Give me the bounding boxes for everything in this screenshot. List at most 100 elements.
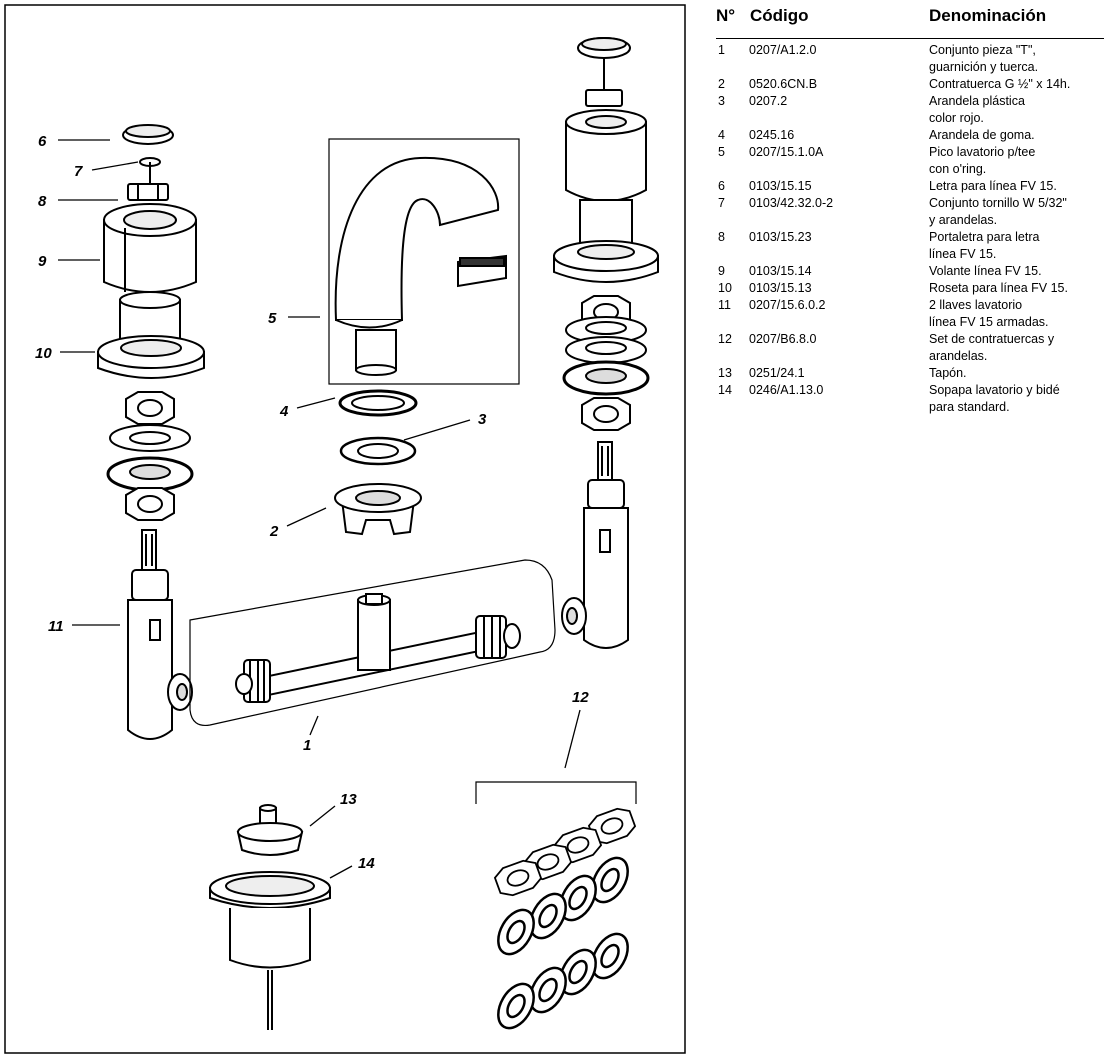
callout-12: 12 — [572, 689, 589, 706]
part-code: 0246/A1.13.0 — [749, 383, 824, 397]
left-handle-assembly — [97, 124, 205, 379]
part-code: 0103/15.15 — [749, 179, 812, 193]
parts-table-row: 4 0245.16 Arandela de goma. — [712, 127, 1106, 144]
callouts: 6 7 8 9 10 11 1 5 4 3 2 13 14 12 — [35, 133, 589, 872]
part-number: 13 — [718, 366, 732, 380]
part-12-locknut-set — [475, 781, 639, 1036]
left-locknut-stack — [106, 391, 194, 521]
diagram-frame — [4, 4, 686, 1054]
part-code: 0207/15.6.0.2 — [749, 298, 826, 312]
part-number: 10 — [718, 281, 732, 295]
parts-table-row: 12 0207/B6.8.0 Set de contratuercas y arand… — [712, 331, 1106, 365]
callout-1: 1 — [303, 737, 311, 754]
header-name: Denominación — [929, 6, 1047, 25]
header-code: Código — [750, 6, 809, 25]
callout-7: 7 — [74, 163, 83, 180]
part-10-rosette — [97, 291, 205, 379]
part-name: Sopapa lavatorio y bidé — [929, 383, 1060, 397]
part-code: 0103/15.14 — [749, 264, 812, 278]
part-name: Arandela de goma. — [929, 128, 1035, 142]
aerator — [457, 254, 507, 288]
part-name-continued: línea FV 15 armadas. — [929, 315, 1049, 329]
part-name-continued: y arandelas. — [929, 213, 998, 227]
part-13-stopper — [236, 804, 304, 856]
part-number: 9 — [718, 264, 725, 278]
callout-4: 4 — [279, 403, 289, 420]
part-name: Tapón. — [929, 366, 967, 380]
part-name-continued: arandelas. — [929, 349, 988, 363]
part-name: Letra para línea FV 15. — [929, 179, 1057, 193]
part-name: Arandela plástica — [929, 94, 1025, 108]
part-name: Conjunto tornillo W 5/32" — [929, 196, 1067, 210]
part-number: 4 — [718, 128, 725, 142]
part-code: 0103/15.13 — [749, 281, 812, 295]
callout-13: 13 — [340, 791, 357, 808]
callout-9: 9 — [38, 253, 47, 270]
part-name-continued: para standard. — [929, 400, 1010, 414]
parts-table-row: 7 0103/42.32.0-2 Conjunto tornillo W 5/32"… — [712, 195, 1106, 229]
part-name-continued: color rojo. — [929, 111, 984, 125]
part-code: 0251/24.1 — [749, 366, 805, 380]
callout-8: 8 — [38, 193, 47, 210]
part-14-drain — [209, 871, 331, 1030]
header-number: N° — [716, 6, 736, 25]
part-code: 0103/42.32.0-2 — [749, 196, 834, 210]
part-8-letter-holder — [127, 183, 169, 201]
tee-right-nut — [475, 615, 521, 659]
leader-lines — [58, 139, 581, 879]
callout-11: 11 — [48, 618, 64, 635]
right-handle-assembly — [553, 37, 659, 283]
tee-outline-box — [189, 559, 556, 727]
parts-table-row: 5 0207/15.1.0A Pico lavatorio p/tee con o'r… — [712, 144, 1106, 178]
right-locknut-stack — [562, 295, 650, 431]
part-name-continued: línea FV 15. — [929, 247, 997, 261]
part-code: 0245.16 — [749, 128, 795, 142]
part-number: 1 — [718, 43, 725, 57]
part-code: 0207/B6.8.0 — [749, 332, 817, 346]
part-1-tee — [235, 593, 521, 703]
part-name: Pico lavatorio p/tee — [929, 145, 1036, 159]
part-name: Volante línea FV 15. — [929, 264, 1042, 278]
part-name: Portaletra para letra — [929, 230, 1040, 244]
callout-10: 10 — [35, 345, 52, 362]
part-code: 0103/15.23 — [749, 230, 812, 244]
part-number: 8 — [718, 230, 725, 244]
part-code: 0207.2 — [749, 94, 788, 108]
part-number: 12 — [718, 332, 732, 346]
part-name-continued: guarnición y tuerca. — [929, 60, 1039, 74]
part-2-locknut — [334, 483, 422, 536]
left-valve-body — [127, 529, 193, 740]
part-name: Roseta para línea FV 15. — [929, 281, 1068, 295]
part-number: 7 — [718, 196, 725, 210]
part-number: 3 — [718, 94, 725, 108]
part-number: 6 — [718, 179, 725, 193]
callout-3: 3 — [478, 411, 487, 428]
tee-left-nut — [235, 659, 271, 703]
callout-2: 2 — [269, 523, 279, 540]
exploded-diagram: 6 7 8 9 10 11 1 5 4 3 2 13 14 12 — [4, 4, 686, 1054]
part-9-handle — [103, 203, 197, 293]
part-code: 0207/A1.2.0 — [749, 43, 817, 57]
center-washers — [334, 389, 422, 536]
right-valve-body — [561, 441, 629, 649]
parts-table-row: 9 0103/15.14 Volante línea FV 15. — [712, 263, 1106, 280]
part-5-spout — [334, 156, 507, 376]
parts-table-row: 3 0207.2 Arandela plástica color rojo. — [712, 93, 1106, 127]
part-name: Set de contratuercas y — [929, 332, 1055, 346]
part-code: 0207/15.1.0A — [749, 145, 824, 159]
part-code: 0520.6CN.B — [749, 77, 818, 91]
parts-table-row: 10 0103/15.13 Roseta para línea FV 15. — [712, 280, 1106, 297]
part-name: Contratuerca G ½" x 14h. — [929, 77, 1071, 91]
parts-table-row: 6 0103/15.15 Letra para línea FV 15. — [712, 178, 1106, 195]
part-name: 2 llaves lavatorio — [929, 298, 1023, 312]
parts-table-row: 8 0103/15.23 Portaletra para letra línea FV… — [712, 229, 1106, 263]
callout-6: 6 — [38, 133, 47, 150]
part-name-continued: con o'ring. — [929, 162, 987, 176]
callout-14: 14 — [358, 855, 375, 872]
header-divider — [716, 38, 1104, 39]
part-number: 5 — [718, 145, 725, 159]
part-number: 11 — [718, 298, 731, 312]
